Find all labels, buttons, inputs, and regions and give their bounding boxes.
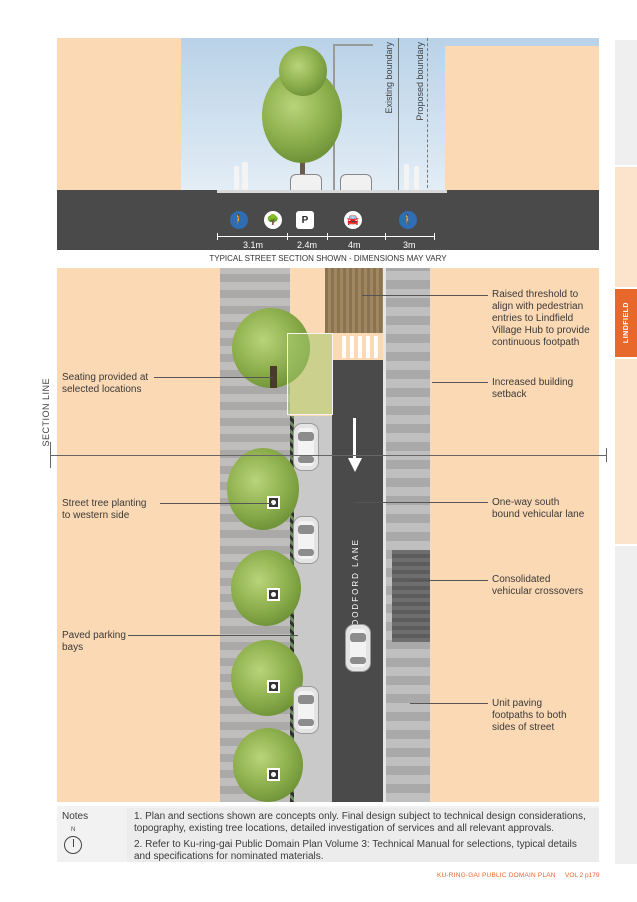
carriageway-kerb (383, 268, 386, 802)
sidebar-tab-lindfield-label: LINDFIELD (622, 302, 630, 344)
annotation-crossovers: Consolidated vehicular crossovers (492, 574, 584, 597)
pedestrian-figure-left-2 (242, 162, 248, 190)
section-line-tick-right (606, 448, 607, 462)
footer-publication: KU-RING-GAI PUBLIC DOMAIN PLAN (437, 872, 556, 879)
existing-boundary-label: Existing boundary (384, 42, 394, 114)
notes-panel-body (127, 808, 599, 862)
tree-grate (267, 768, 280, 781)
annotation-seating: Seating provided at selected locations (62, 372, 149, 395)
parking-icon: P (296, 211, 314, 229)
section-tree-canopy-top (279, 46, 327, 96)
sidebar-tab-lindfield[interactable]: LINDFIELD (615, 289, 637, 357)
dimension-tick (217, 233, 218, 240)
section-building-left (57, 38, 181, 190)
street-name-label: WOODFORD LANE (351, 538, 360, 636)
north-arrow-icon: N (64, 827, 82, 854)
section-ground (57, 190, 599, 250)
dimension-tick (434, 233, 435, 240)
dimension-footpath-east: 3m (403, 240, 416, 250)
vehicular-crossover (392, 550, 430, 642)
sidebar-tab-strip-bottom (615, 546, 637, 864)
dimension-footpath-west: 3.1m (243, 240, 264, 250)
plan-tree (231, 640, 303, 716)
pedestrian-figure-right (404, 164, 409, 190)
annotation-setback: Increased building setback (492, 377, 574, 400)
footer-page: VOL 2 p179 (565, 872, 600, 879)
leader-raised-threshold (362, 295, 488, 296)
leader-setback (432, 382, 488, 383)
street-section: Existing boundary Proposed boundary 🚶 🌳 … (57, 38, 599, 262)
leader-unit-paving (410, 703, 488, 704)
raised-threshold (325, 268, 383, 333)
east-footpath-paving (386, 268, 430, 802)
tree-grate (267, 680, 280, 693)
leader-street-tree (160, 503, 272, 504)
pedestrian-figure-right-2 (414, 166, 419, 190)
note-item-1: 1. Plan and sections shown are concepts … (134, 811, 586, 834)
carriageway (332, 360, 384, 802)
leader-one-way (355, 502, 488, 503)
section-line-label: SECTION LINE (41, 378, 51, 447)
plan-tree (233, 728, 303, 802)
parked-car (293, 423, 319, 471)
sidebar-tab-strip-lower (615, 359, 637, 544)
notes-heading: Notes (62, 811, 89, 822)
seating-bench (270, 366, 277, 388)
dimension-tick (385, 233, 386, 240)
pedestrian-icon-right: 🚶 (399, 211, 417, 229)
moving-car (345, 624, 371, 672)
leader-parking (128, 635, 298, 636)
section-line (50, 455, 606, 456)
plan-tree (231, 550, 301, 626)
one-way-arrow-shaft (353, 418, 356, 460)
proposed-boundary-line (427, 38, 428, 193)
annotation-one-way: One-way south bound vehicular lane (492, 497, 585, 520)
annotation-raised-threshold: Raised threshold to align with pedestria… (492, 289, 590, 348)
proposed-boundary-label: Proposed boundary (415, 42, 425, 121)
pedestrian-icon: 🚶 (230, 211, 248, 229)
section-line-tick-left (50, 442, 51, 468)
one-way-arrow-head (348, 458, 362, 472)
pedestrian-figure-left (234, 166, 239, 190)
sidebar-tab-strip-mid (615, 167, 637, 287)
dimension-tick (287, 233, 288, 240)
section-caption: TYPICAL STREET SECTION SHOWN - DIMENSION… (209, 254, 447, 263)
tree-grate (267, 588, 280, 601)
dimension-tree-parking: 2.4m (297, 240, 318, 250)
section-kerb (217, 190, 447, 193)
dimension-line (217, 236, 435, 237)
section-tree-trunk (300, 148, 305, 190)
car-icon: 🚘 (344, 211, 362, 229)
annotation-parking: Paved parking bays (62, 630, 126, 653)
section-building-right (445, 46, 599, 190)
threshold-markings (342, 336, 382, 358)
tree-icon: 🌳 (264, 211, 282, 229)
note-item-2: 2. Refer to Ku-ring-gai Public Domain Pl… (134, 839, 577, 862)
street-light-arm (333, 44, 373, 46)
dimension-tick (327, 233, 328, 240)
parked-car (293, 516, 319, 564)
dimension-carriageway: 4m (348, 240, 361, 250)
leader-crossovers (410, 580, 488, 581)
existing-boundary-line (398, 38, 399, 193)
raised-planter (287, 333, 333, 415)
tree-grate (267, 496, 280, 509)
plan-view: WOODFORD LANE (57, 268, 599, 802)
parked-car (293, 686, 319, 734)
annotation-unit-paving: Unit paving footpaths to both sides of s… (492, 698, 567, 733)
plan-tree (227, 448, 299, 530)
sidebar-tab-strip-top (615, 40, 637, 165)
annotation-street-tree: Street tree planting to western side (62, 498, 147, 521)
leader-seating (154, 377, 273, 378)
